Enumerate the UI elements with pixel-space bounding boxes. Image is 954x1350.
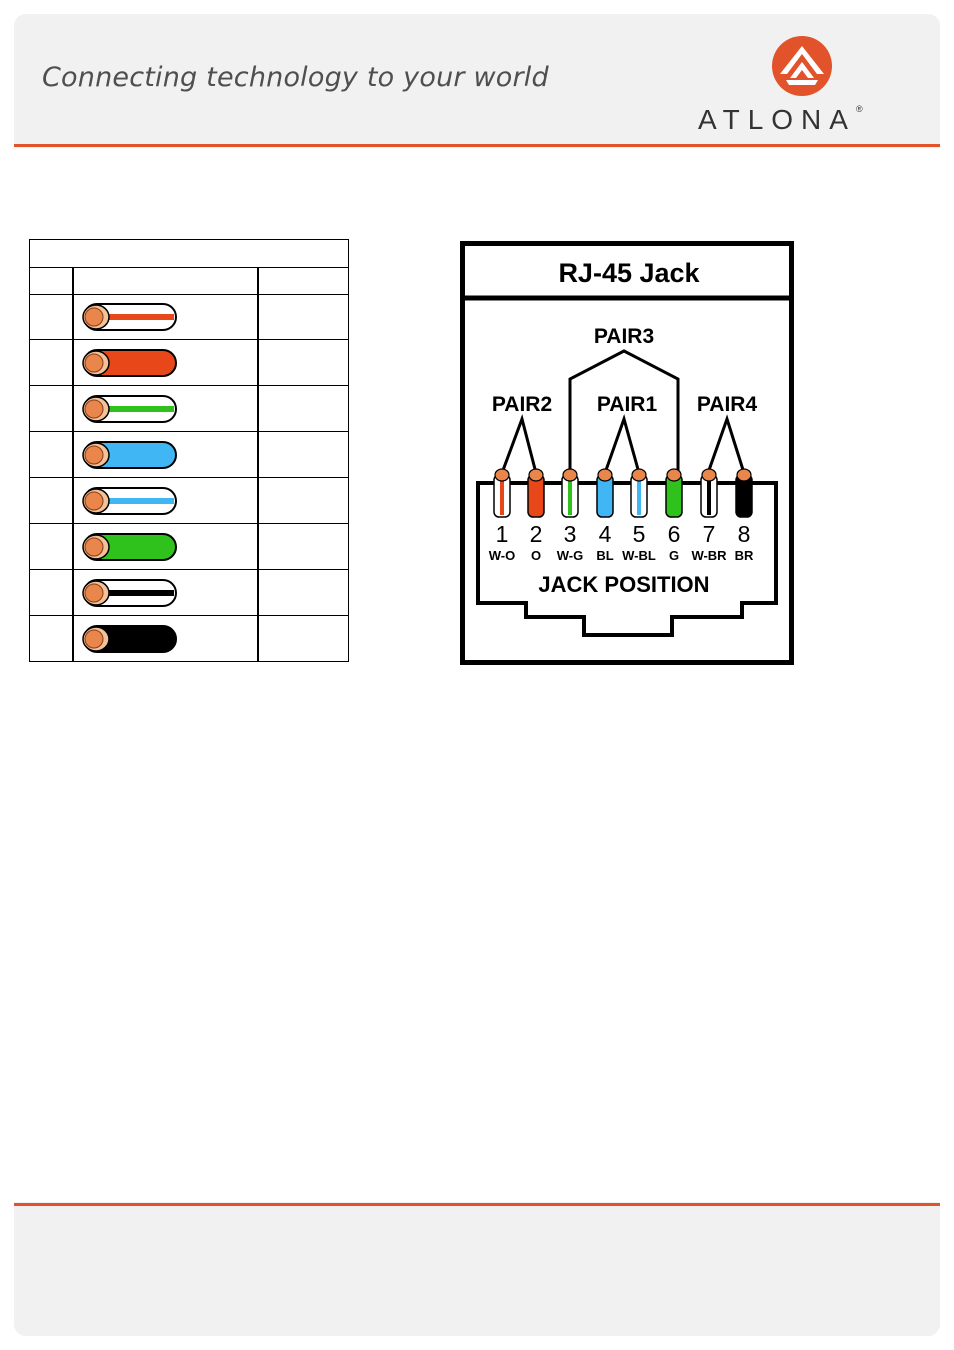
table-row [30,432,348,478]
jack-wire-tip [528,468,544,482]
table-row [30,294,348,340]
jack-pin-7: 7W-BR [691,468,727,563]
brown-wire-icon [82,625,177,653]
jack-wire-tip [562,468,578,482]
pair-label-pair1: PAIR1 [597,393,658,416]
jack-body-outline [476,481,778,637]
table-title-row [30,240,348,268]
jack-pin-code: W-BL [622,548,656,563]
jack-wire-tip [631,468,647,482]
white-orange-wire-icon [82,303,177,331]
pair-connectors [500,349,746,474]
pair-label-pair3: PAIR3 [594,325,654,348]
blue-wire-icon [82,441,177,469]
rj45-jack-diagram: RJ-45 Jack PAIR2 PAIR3 PAIR1 PAIR4 1W-O 2… [460,241,794,665]
pair-label-pair4: PAIR4 [697,393,758,416]
registered-mark-icon: ® [855,104,863,114]
jack-pin-code: W-G [557,548,583,563]
header-rule [14,144,940,147]
jack-pin-3: 3W-G [557,468,583,563]
jack-pin-number: 1 [496,521,509,547]
white-brown-wire-icon [82,579,177,607]
column-divider [72,267,74,661]
table-header-row [30,267,348,295]
white-blue-wire-icon [82,487,177,515]
jack-position-label: JACK POSITION [538,572,709,597]
jack-pin-code: G [669,548,679,563]
jack-title: RJ-45 Jack [558,258,700,288]
jack-pin-code: O [531,548,541,563]
table-row [30,524,348,570]
table-row [30,340,348,386]
jack-pin-1: 1W-O [489,468,515,563]
pair-label-pair2: PAIR2 [492,393,552,416]
atlona-logo-icon [772,36,832,96]
white-green-wire-icon [82,395,177,423]
tagline: Connecting technology to your world [42,62,549,93]
table-row [30,570,348,616]
page-footer [14,1206,940,1336]
jack-pin-number: 2 [530,521,543,547]
jack-pin-code: W-O [489,548,515,563]
green-wire-icon [82,533,177,561]
jack-pin-number: 3 [564,521,577,547]
jack-pin-number: 8 [738,521,751,547]
jack-pin-code: BL [596,548,613,563]
table-row [30,386,348,432]
jack-pin-number: 4 [599,521,612,547]
brand-wordmark: ATLONA® [698,104,918,136]
brand-name: ATLONA [698,104,856,135]
jack-wire-tip [597,468,613,482]
orange-wire-icon [82,349,177,377]
footer-rule [14,1203,940,1206]
jack-pin-5: 5W-BL [622,468,656,563]
wire-color-table [29,239,349,662]
table-row [30,616,348,662]
table-row [30,478,348,524]
jack-wire-tip [701,468,717,482]
jack-wire-tip [494,468,510,482]
jack-pin-number: 6 [668,521,681,547]
jack-pin-code: W-BR [691,548,727,563]
jack-pin-number: 7 [703,521,716,547]
jack-wire-stripe [568,481,572,515]
jack-wire-tip [666,468,682,482]
jack-wire-stripe [637,481,641,515]
jack-wire-tip [736,468,752,482]
jack-wire-stripe [500,481,504,515]
jack-pin-number: 5 [633,521,646,547]
jack-pin-2: 2O [527,468,545,563]
jack-pin-8: 8BR [735,468,754,563]
column-divider [257,267,259,661]
jack-wire-stripe [707,481,711,515]
jack-pin-code: BR [735,548,754,563]
jack-pin-4: 4BL [596,468,614,563]
jack-pin-6: 6G [665,468,683,563]
